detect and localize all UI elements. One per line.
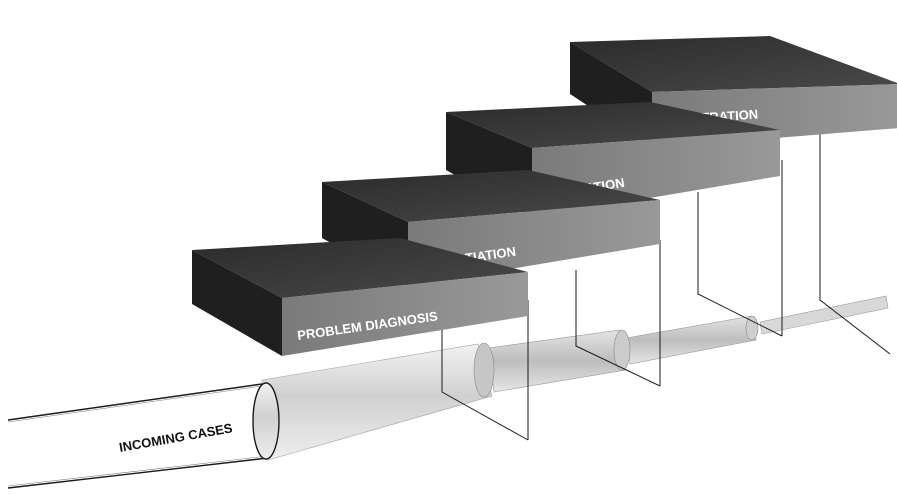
step-problem-diagnosis-top xyxy=(192,238,528,298)
pipe-collar-2 xyxy=(613,329,631,371)
pipe-label: INCOMING CASES xyxy=(118,420,234,455)
step-negotiation-top xyxy=(322,170,660,222)
pipe-outer-tube xyxy=(7,383,269,489)
incoming-cases-pipe: INCOMING CASES xyxy=(7,295,889,489)
pipe-collar-3 xyxy=(745,315,759,341)
step-arbitration-top xyxy=(570,36,897,92)
pipe-segment-4 xyxy=(759,295,889,335)
step-problem-diagnosis-front xyxy=(282,272,528,356)
pipe-segment-1 xyxy=(261,343,493,461)
step-problem-diagnosis-side xyxy=(192,250,282,356)
step-mediation-top xyxy=(446,102,780,148)
pipe-collar-1 xyxy=(473,342,495,398)
pipe-opening xyxy=(252,382,280,460)
pipe-segment-2 xyxy=(487,329,627,393)
drop-lines xyxy=(441,120,891,441)
pipe-segment-3 xyxy=(625,315,757,365)
